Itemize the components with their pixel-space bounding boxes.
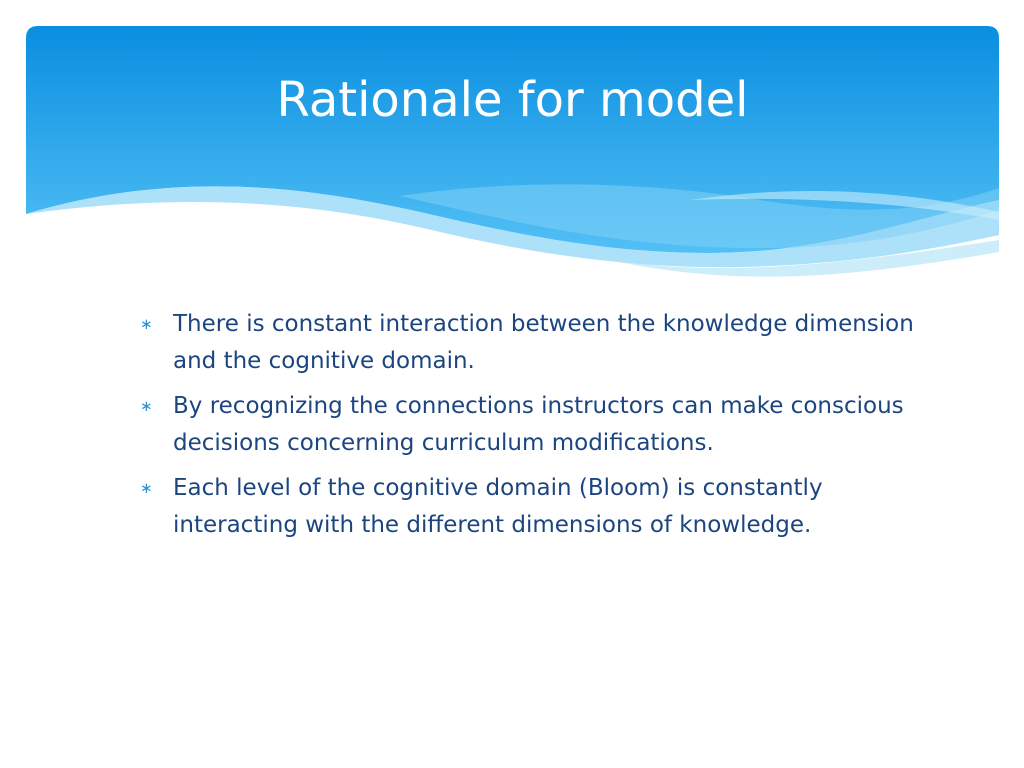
slide-title: Rationale for model <box>276 72 749 128</box>
bullet-list: ∗ There is constant interaction between … <box>140 306 940 552</box>
header-wave-banner <box>26 26 999 277</box>
asterisk-bullet-icon: ∗ <box>140 315 153 333</box>
bullet-item: ∗ There is constant interaction between … <box>140 306 940 380</box>
asterisk-bullet-icon: ∗ <box>140 479 153 497</box>
bullet-text: There is constant interaction between th… <box>173 311 914 374</box>
bullet-text: Each level of the cognitive domain (Bloo… <box>173 475 823 538</box>
asterisk-bullet-icon: ∗ <box>140 397 153 415</box>
bullet-item: ∗ By recognizing the connections instruc… <box>140 388 940 462</box>
bullet-item: ∗ Each level of the cognitive domain (Bl… <box>140 470 940 544</box>
bullet-text: By recognizing the connections instructo… <box>173 393 904 456</box>
